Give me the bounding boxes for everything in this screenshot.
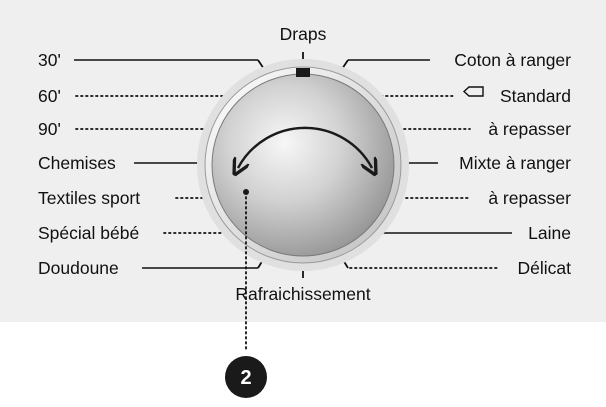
callout-number: 2 xyxy=(240,367,251,389)
callout-anchor-dot xyxy=(243,189,249,195)
label-30: 30' xyxy=(38,50,61,70)
label-rafraichissement: Rafraichissement xyxy=(235,284,370,304)
label-textiles-sport: Textiles sport xyxy=(38,188,140,208)
label-a-repasser-1: à repasser xyxy=(488,119,571,139)
dial-position-indicator xyxy=(296,68,310,77)
callout-badge xyxy=(225,356,267,398)
tag-outline-icon xyxy=(462,86,484,97)
label-standard: Standard xyxy=(500,86,571,106)
label-special-bebe: Spécial bébé xyxy=(38,223,139,243)
label-coton-a-ranger: Coton à ranger xyxy=(454,50,571,70)
label-laine: Laine xyxy=(528,223,571,243)
label-a-repasser-2: à repasser xyxy=(488,188,571,208)
label-chemises: Chemises xyxy=(38,153,116,173)
standard-label-group: Standard xyxy=(462,86,571,106)
label-draps: Draps xyxy=(280,24,327,44)
label-90: 90' xyxy=(38,119,61,139)
double-arrow-arc-icon xyxy=(238,126,372,168)
label-60: 60' xyxy=(38,86,61,106)
label-doudoune: Doudoune xyxy=(38,258,119,278)
label-mixte-a-ranger: Mixte à ranger xyxy=(459,153,571,173)
label-delicat: Délicat xyxy=(518,258,572,278)
